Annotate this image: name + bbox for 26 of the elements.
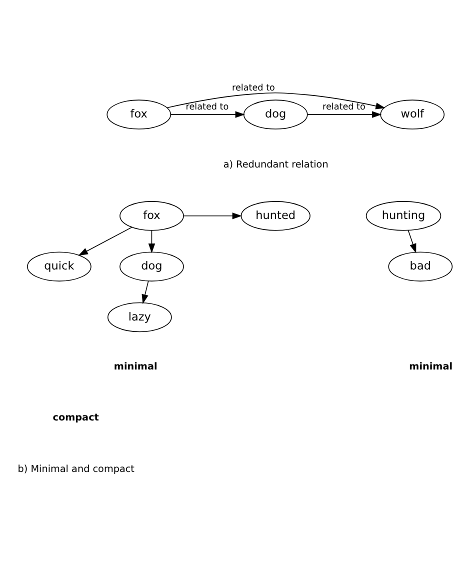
arrow: [307, 111, 382, 118]
node-ellipse: hunting: [366, 201, 442, 231]
edge-label: related to: [232, 83, 275, 94]
edge-label: related to: [322, 102, 366, 113]
node-ellipse: lazy: [107, 302, 172, 332]
arrow: [166, 92, 386, 110]
node-ellipse: bad: [388, 252, 453, 282]
arrow: [408, 230, 416, 254]
node-ellipse: fox: [106, 100, 172, 130]
edge-label: related to: [186, 102, 229, 113]
arrow: [170, 111, 245, 118]
arrow: [183, 212, 242, 220]
node-ellipse: quick: [27, 252, 92, 282]
label: minimal: [409, 362, 453, 373]
node-ellipse: fox: [120, 201, 184, 231]
label: b) Minimal and compact: [18, 464, 134, 475]
node-ellipse: dog: [120, 252, 184, 282]
label: minimal: [114, 362, 158, 373]
node-ellipse: hunted: [240, 201, 310, 231]
node-ellipse: wolf: [380, 100, 445, 130]
arrow: [78, 226, 132, 256]
node-ellipse: dog: [243, 100, 308, 130]
label: a) Redundant relation: [223, 160, 328, 171]
arrow: [148, 230, 156, 254]
arrow: [142, 280, 149, 304]
label: compact: [52, 412, 99, 424]
